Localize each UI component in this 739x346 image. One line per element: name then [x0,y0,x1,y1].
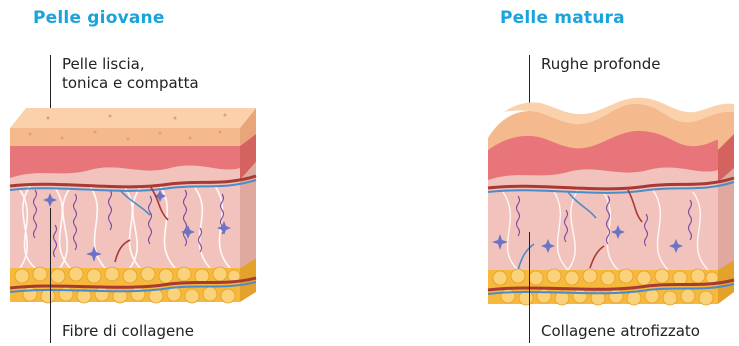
young-dermis [10,180,240,270]
young-epidermis [10,128,240,148]
young-skin-illustration [0,0,260,346]
mature-bottom-label: Collagene atrofizzato [541,322,700,341]
mature-bottom-leader [529,232,530,343]
mature-skin-illustration [478,0,739,346]
young-bottom-label: Fibre di collagene [62,322,194,341]
young-bottom-leader [50,208,51,343]
